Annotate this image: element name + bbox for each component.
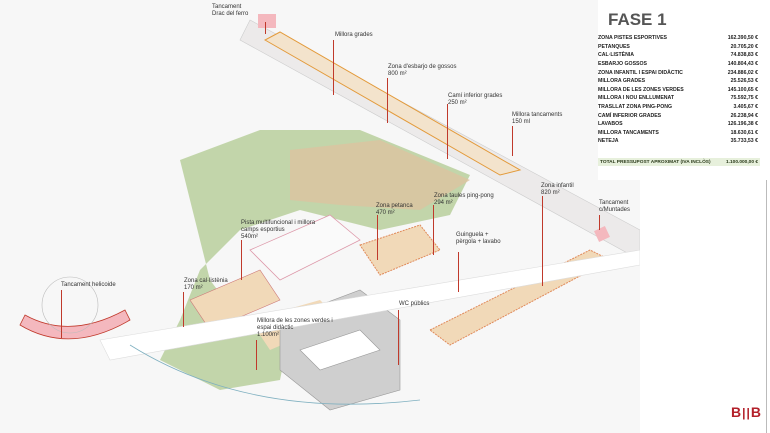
budget-row: ESBARJO GOSSOS 140.804,43 € <box>598 60 758 69</box>
label-tancament-helicoide: Tancament helicoide <box>61 282 116 288</box>
budget-item-label: NETEJA <box>598 138 619 145</box>
label-millora-grades: Millora grades <box>335 32 373 38</box>
budget-item-value: 20.705,20 € <box>730 43 758 50</box>
leader-line <box>377 215 378 260</box>
leader-line <box>433 205 434 255</box>
budget-item-value: 18.630,61 € <box>730 129 758 136</box>
phase-title: FASE 1 <box>608 10 667 29</box>
label-petanca: Zona petanca 470 m² <box>376 203 413 216</box>
budget-item-label: CAMÍ INFERIOR GRADES <box>598 112 662 119</box>
label-tancament-muntades: Tancament c/Muntades <box>599 200 631 213</box>
leader-line <box>542 196 543 286</box>
label-zona-infantil: Zona infantil 820 m² <box>541 183 574 196</box>
budget-row: CAL·LISTÈNIA 74.838,83 € <box>598 51 758 60</box>
budget-item-label: LAVABOS <box>598 121 623 128</box>
label-wc-publics: WC públics <box>399 301 430 307</box>
helicoid-fence <box>19 309 131 340</box>
label-guinguela: Guinguela + pèrgola + lavabo <box>456 232 501 245</box>
leader-line <box>398 310 399 365</box>
total-label: TOTAL PRESSUPOST APROXIMAT (IVA INCLÒS) <box>600 159 711 165</box>
label-cami-inferior: Camí inferior grades 250 m² <box>448 93 503 106</box>
site-plan <box>19 14 640 411</box>
logo: B||B <box>731 404 762 420</box>
label-esbarjo-gossos: Zona d'esbarjo de gossos 800 m² <box>388 64 457 77</box>
budget-row: ZONA INFANTIL I ESPAI DIDÀCTIC 234.886,02… <box>598 68 758 77</box>
budget-item-label: CAL·LISTÈNIA <box>598 52 635 59</box>
street <box>99 249 640 361</box>
label-cal-listenia: Zona cal·listènia 170 m² <box>184 278 228 291</box>
budget-row: NETEJA 35.733,53 € <box>598 137 758 146</box>
leader-line <box>265 22 266 34</box>
total-value: 1.100.000,00 € <box>725 159 758 165</box>
label-zones-verdes: Millora de les zones verdes i espai didà… <box>257 318 333 338</box>
budget-row: LAVABOS 126.196,38 € <box>598 120 758 129</box>
leader-line <box>333 40 334 95</box>
fence-drac <box>258 14 276 28</box>
budget-row: TRASLLAT ZONA PING-PONG 3.405,67 € <box>598 103 758 112</box>
budget-item-value: 234.886,02 € <box>727 69 758 76</box>
leader-line <box>599 215 600 230</box>
budget-item-label: MILLORA GRADES <box>598 78 646 85</box>
budget-item-value: 145.100,65 € <box>727 86 758 93</box>
budget-item-value: 25.526,53 € <box>730 78 758 85</box>
dog-area <box>290 140 470 210</box>
leader-line <box>387 78 388 123</box>
label-ping-pong: Zona taules ping-pong 294 m² <box>434 193 494 206</box>
budget-item-label: MILLORA I NOU ENLLUMENAT <box>598 95 675 102</box>
budget-item-value: 3.405,67 € <box>733 104 758 111</box>
budget-item-label: ZONA PISTES ESPORTIVES <box>598 35 667 42</box>
budget-item-value: 126.196,38 € <box>727 121 758 128</box>
leader-line <box>512 126 513 156</box>
leader-line <box>61 290 62 338</box>
budget-row: MILLORA GRADES 25.526,53 € <box>598 77 758 86</box>
budget-row: MILLORA DE LES ZONES VERDES 145.100,65 € <box>598 86 758 95</box>
budget-row: PETANQUES 20.705,20 € <box>598 43 758 52</box>
budget-item-label: ESBARJO GOSSOS <box>598 61 648 68</box>
grades-path <box>263 31 522 176</box>
label-tancament-drac: Tancament Drac del ferro <box>212 4 249 17</box>
sports-court <box>249 214 361 281</box>
budget-item-value: 162.390,50 € <box>727 35 758 42</box>
building-2 <box>299 329 381 371</box>
budget-item-label: MILLORA TANCAMENTS <box>598 129 659 136</box>
leader-line <box>458 252 459 292</box>
budget-item-value: 26.238,94 € <box>730 112 758 119</box>
page-edge <box>766 0 767 433</box>
budget-row: CAMÍ INFERIOR GRADES 26.238,94 € <box>598 111 758 120</box>
fence-muntades <box>594 226 610 242</box>
leader-line <box>256 340 257 370</box>
budget-item-label: PETANQUES <box>598 43 630 50</box>
budget-item-value: 75.592,75 € <box>730 95 758 102</box>
leader-line <box>183 292 184 327</box>
leader-line <box>447 104 448 159</box>
label-millora-tancaments: Millora tancaments 150 ml <box>512 112 563 125</box>
budget-item-label: MILLORA DE LES ZONES VERDES <box>598 86 684 93</box>
calistenia-area <box>189 269 281 331</box>
budget-item-value: 74.838,83 € <box>730 52 758 59</box>
budget-item-label: TRASLLAT ZONA PING-PONG <box>598 104 673 111</box>
label-pista-multifuncional: Pista multifuncional i millora camps esp… <box>241 220 316 240</box>
budget-row: ZONA PISTES ESPORTIVES 162.390,50 € <box>598 34 758 43</box>
petanca-area <box>359 224 441 276</box>
budget-item-value: 140.804,43 € <box>727 61 758 68</box>
leader-line <box>241 240 242 280</box>
budget-item-value: 35.733,53 € <box>730 138 758 145</box>
budget-panel <box>598 0 770 180</box>
budget-row: MILLORA TANCAMENTS 18.630,61 € <box>598 129 758 138</box>
budget-item-label: ZONA INFANTIL I ESPAI DIDÀCTIC <box>598 69 683 76</box>
budget-row: MILLORA I NOU ENLLUMENAT 75.592,75 € <box>598 94 758 103</box>
budget-total-row: TOTAL PRESSUPOST APROXIMAT (IVA INCLÒS) … <box>598 158 760 166</box>
